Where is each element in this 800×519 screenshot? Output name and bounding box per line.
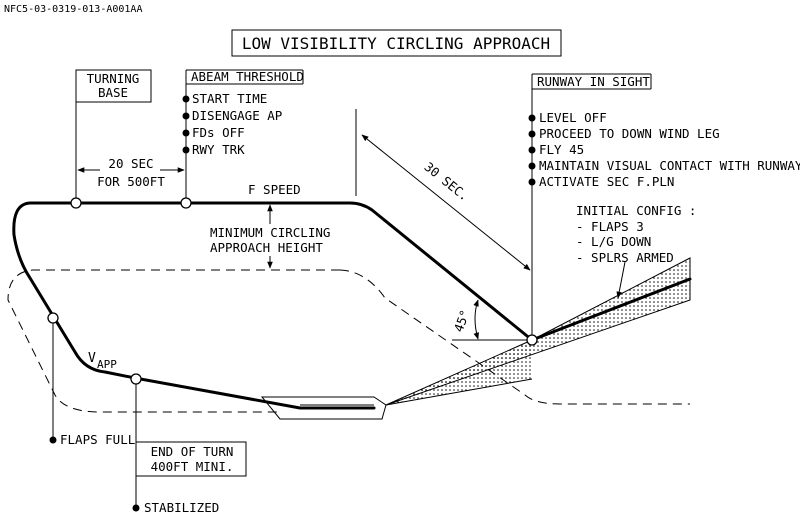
runway-bullet-1 [528, 114, 536, 122]
initial-config-item: - L/G DOWN [576, 234, 651, 249]
stabilized-bullet [132, 504, 140, 512]
flaps-full-point [47, 312, 59, 324]
end-of-turn-line2: 400FT MINI. [151, 459, 234, 474]
flight-path [12, 201, 534, 410]
runway-bullet-2 [528, 130, 536, 138]
initial-config-arrow [616, 261, 626, 299]
final-approach-path [530, 277, 692, 342]
abeam-bullet-2 [182, 112, 190, 120]
abeam-threshold-point [180, 197, 192, 209]
runway-item: PROCEED TO DOWN WIND LEG [539, 126, 720, 141]
turning-base-line2: BASE [98, 85, 128, 100]
runway-in-sight-header: RUNWAY IN SIGHT [537, 74, 650, 89]
reference-path-dashed [7, 269, 340, 413]
abeam-item: RWY TRK [192, 142, 245, 157]
turning-base-line1: TURNING [87, 71, 140, 86]
initial-config-item: - FLAPS 3 [576, 219, 644, 234]
approach-cone-lower [386, 340, 532, 405]
upwind-leg-dashed [339, 269, 690, 405]
abeam-item: DISENGAGE AP [192, 108, 282, 123]
runway-item: MAINTAIN VISUAL CONTACT WITH RUNWAY [539, 158, 800, 173]
runway-item: FLY 45 [539, 142, 584, 157]
abeam-bullet-4 [182, 146, 190, 154]
initial-config-header: INITIAL CONFIG : [576, 203, 696, 218]
timing-line2: FOR 500FT [97, 174, 165, 189]
vapp-label: V [88, 351, 96, 366]
end-of-turn-box [135, 441, 247, 477]
runway-item: ACTIVATE SEC F.PLN [539, 174, 674, 189]
abeam-item: START TIME [192, 91, 267, 106]
turning-base-box [75, 69, 152, 103]
angle-label: 45° [451, 308, 473, 334]
stabilized-point [130, 373, 142, 385]
abeam-threshold-header: ABEAM THRESHOLD [191, 69, 304, 84]
abeam-bullet-1 [182, 95, 190, 103]
flaps-full-label: FLAPS FULL [60, 432, 135, 447]
f-speed-label: F SPEED [248, 182, 301, 197]
end-of-turn-line1: END OF TURN [151, 444, 234, 459]
abeam-item: FDs OFF [192, 125, 245, 140]
min-height-line2: APPROACH HEIGHT [210, 240, 323, 255]
min-height-label-bg [205, 224, 335, 256]
min-height-line1: MINIMUM CIRCLING [210, 225, 330, 240]
stabilized-label: STABILIZED [144, 500, 219, 515]
runway-in-sight-point [526, 334, 538, 346]
cone-edge [385, 378, 533, 406]
page-title: LOW VISIBILITY CIRCLING APPROACH [242, 34, 550, 53]
initial-config-item: - SPLRS ARMED [576, 250, 674, 265]
runway-bullet-4 [528, 162, 536, 170]
twenty-sec-label-bg [100, 158, 160, 172]
thirty-sec-dimension [361, 134, 531, 271]
runway-item: LEVEL OFF [539, 110, 607, 125]
thirty-sec-label-bg [418, 155, 476, 207]
thirty-sec-label: 30 SEC. [421, 159, 471, 204]
runway-outline [260, 396, 387, 420]
approach-cone-shaded [385, 257, 691, 406]
runway-bullet-5 [528, 178, 536, 186]
abeam-bullet-3 [182, 129, 190, 137]
flaps-full-bullet [49, 436, 57, 444]
timing-line1: 20 SEC [108, 156, 153, 171]
runway-bullet-3 [528, 146, 536, 154]
document-id: NFC5-03-0319-013-A001AA [4, 4, 142, 15]
vapp-subscript: APP [97, 358, 117, 371]
turning-base-point [70, 197, 82, 209]
angle-arc [473, 299, 479, 340]
title-box [231, 29, 562, 57]
